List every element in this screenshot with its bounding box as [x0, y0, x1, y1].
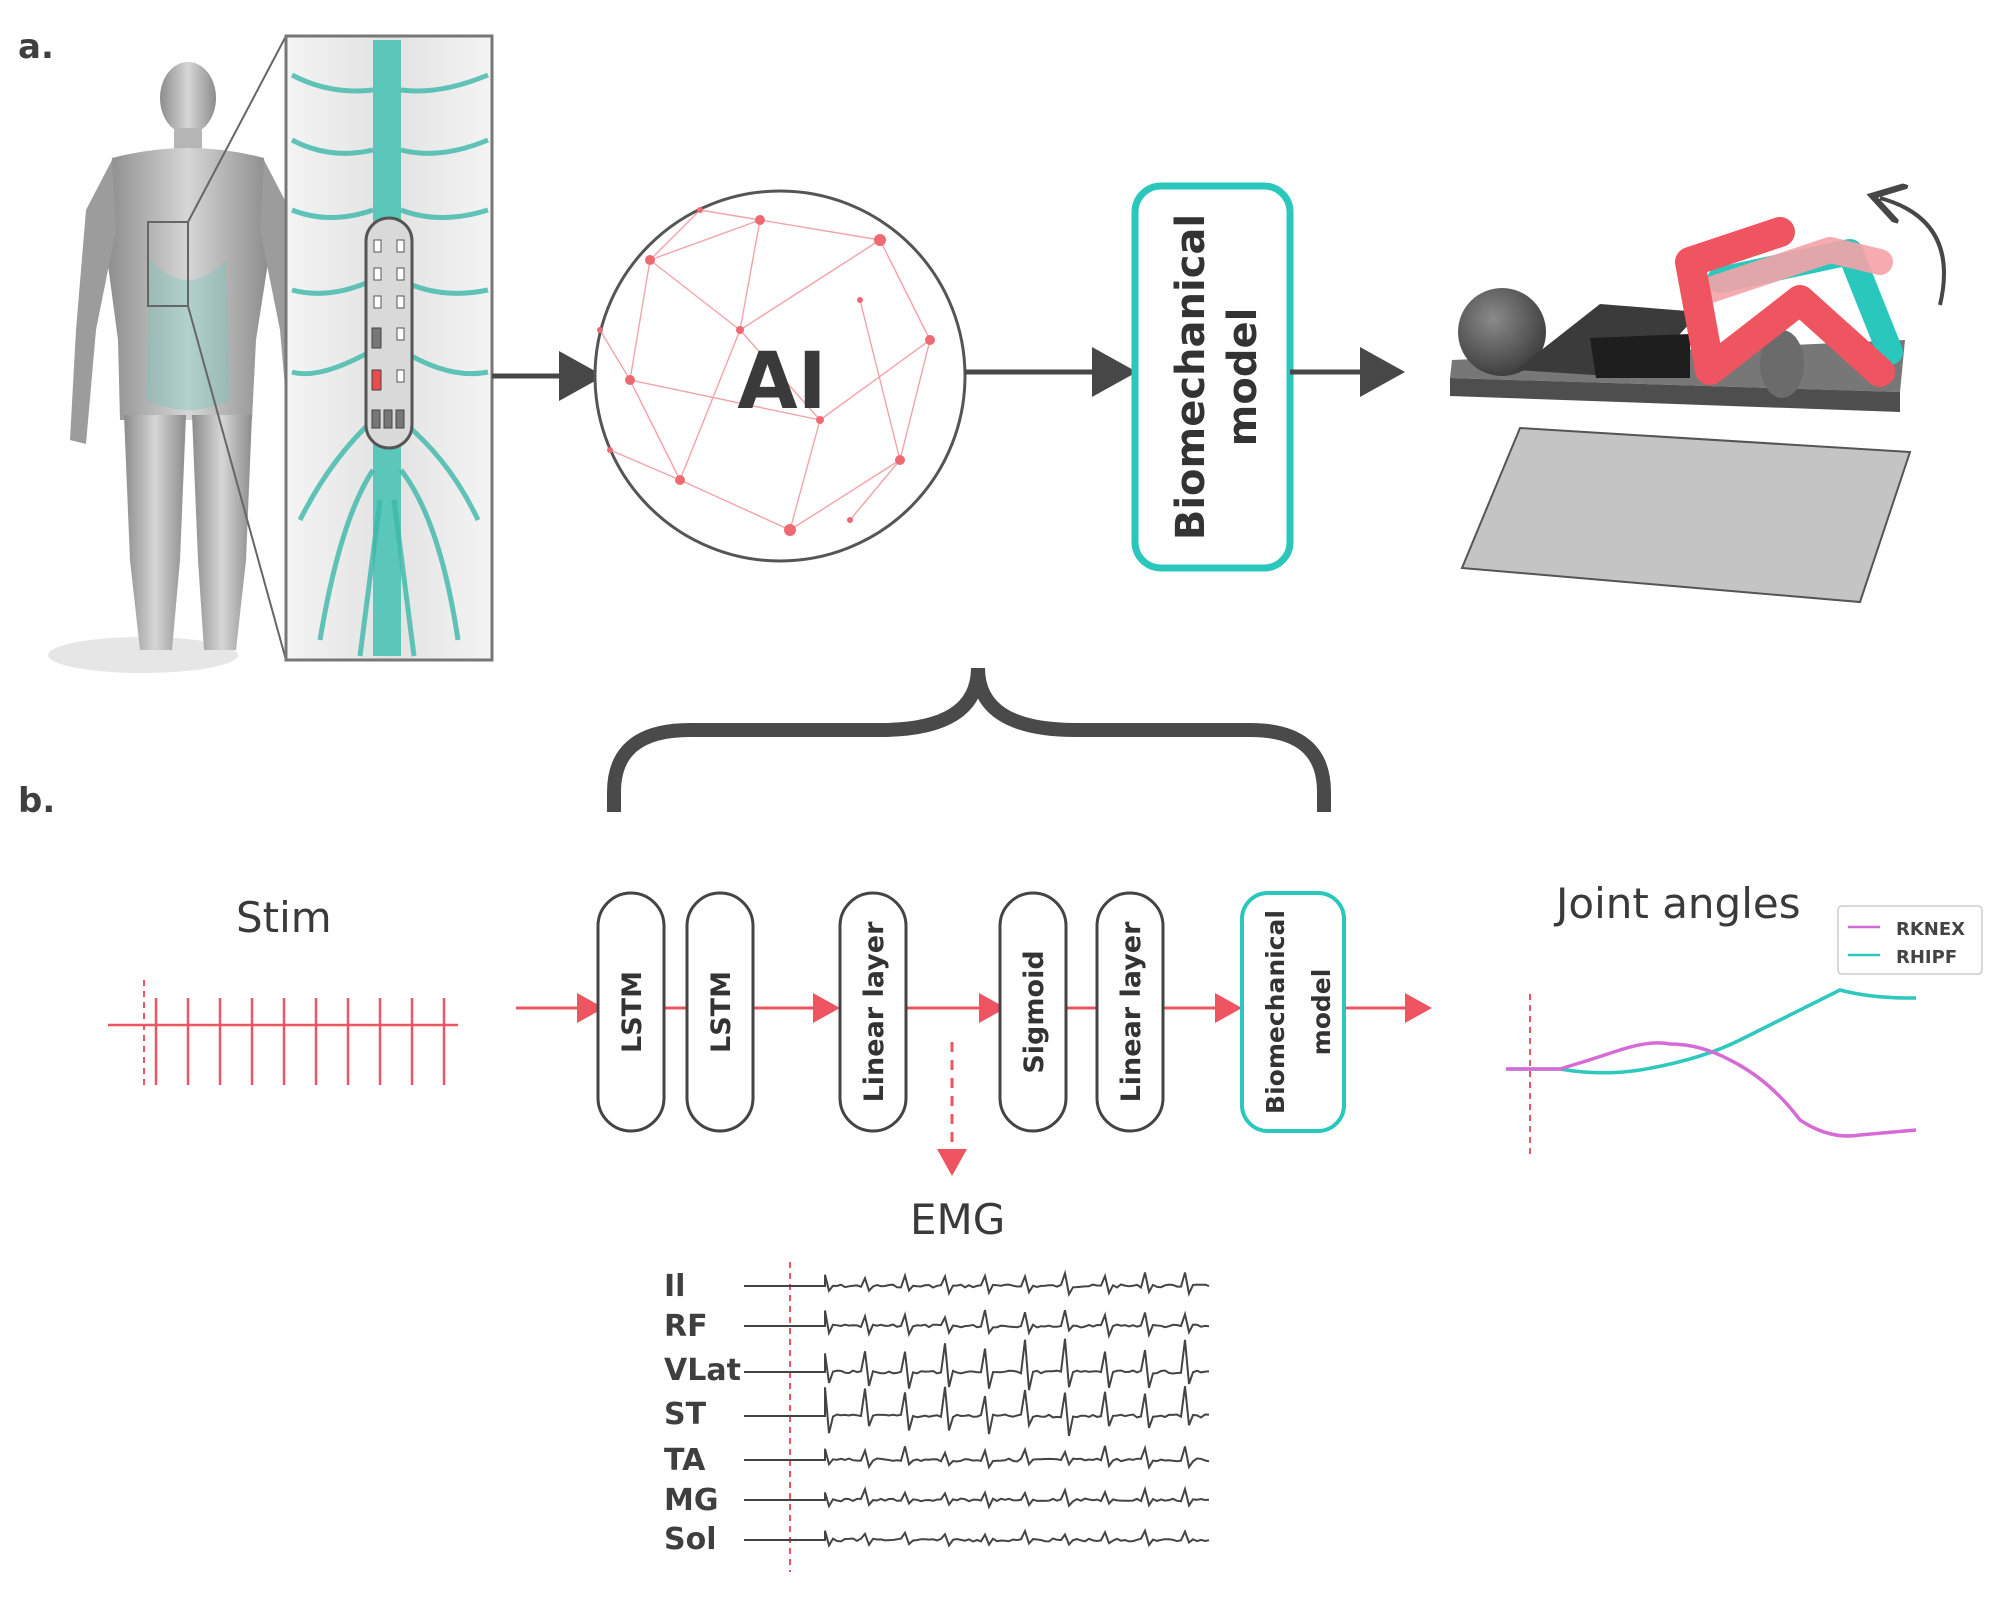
box-bio-line1: Biomechanical: [1261, 910, 1290, 1114]
box-linear-2-label: Linear layer: [1116, 921, 1147, 1102]
emg-trace-2: [744, 1338, 1210, 1391]
rhipf-trace: [1506, 988, 1916, 1075]
box-linear-1: Linear layer: [838, 891, 908, 1133]
emg-channel-st: ST: [664, 1397, 707, 1432]
bio-box-a-line2: model: [1220, 308, 1266, 447]
emg-trace-0: [744, 1269, 1210, 1298]
emg-trace-5: [744, 1485, 1210, 1510]
emg-traces: [744, 1269, 1210, 1548]
box-lstm-2: LSTM: [685, 891, 755, 1133]
box-linear-1-label: Linear layer: [859, 921, 890, 1102]
emg-channel-labels: Il RF VLat ST TA MG Sol: [664, 1269, 741, 1557]
box-linear-2: Linear layer: [1095, 891, 1165, 1133]
emg-channel-mg: MG: [664, 1483, 718, 1518]
panel-b-label: b.: [18, 781, 55, 821]
pipeline-arrows: [516, 993, 1432, 1176]
emg-channel-vlat: VLat: [664, 1353, 741, 1388]
rknex-trace: [1506, 1041, 1917, 1138]
emg-label: EMG: [910, 1195, 1005, 1244]
joint-angles-label: Joint angles: [1553, 879, 1801, 928]
box-sigmoid-label: Sigmoid: [1019, 950, 1050, 1073]
emg-channel-rf: RF: [664, 1309, 708, 1344]
biomechanical-model-box-a: Biomechanical model: [1131, 182, 1294, 572]
ai-network-circle: AI: [593, 189, 967, 563]
emg-channel-il: Il: [664, 1269, 685, 1304]
emg-trace-6: [744, 1528, 1210, 1548]
joint-angle-legend: RKNEX RHIPF: [1837, 905, 1983, 975]
emg-trace-4: [744, 1444, 1210, 1471]
panel-a-label: a.: [18, 27, 54, 67]
stim-trace: [108, 980, 458, 1090]
box-lstm-1: LSTM: [596, 891, 666, 1133]
bio-box-a-line1: Biomechanical: [1168, 214, 1214, 540]
stim-label: Stim: [236, 893, 332, 942]
box-bio-line2: model: [1307, 969, 1336, 1056]
box-sigmoid: Sigmoid: [998, 891, 1068, 1133]
emg-trace-1: [744, 1309, 1210, 1340]
box-lstm-1-label: LSTM: [617, 971, 648, 1053]
emg-channel-sol: Sol: [664, 1522, 717, 1557]
box-lstm-2-label: LSTM: [706, 971, 737, 1053]
human-body-illustration: [48, 62, 306, 673]
legend-rhipf: RHIPF: [1896, 947, 1957, 968]
zoom-line-top: [187, 35, 287, 223]
ai-label: AI: [737, 337, 826, 427]
emg-trace-3: [744, 1386, 1210, 1437]
emg-channel-ta: TA: [664, 1443, 706, 1478]
legend-rknex: RKNEX: [1896, 919, 1965, 940]
brace-connector: [607, 667, 1331, 812]
box-biomechanical: Biomechanical model: [1240, 891, 1346, 1133]
zoom-line-bottom: [187, 305, 287, 661]
leg-3d-render: [1450, 198, 1946, 604]
spinal-cord-implant-zoom: [284, 34, 494, 662]
